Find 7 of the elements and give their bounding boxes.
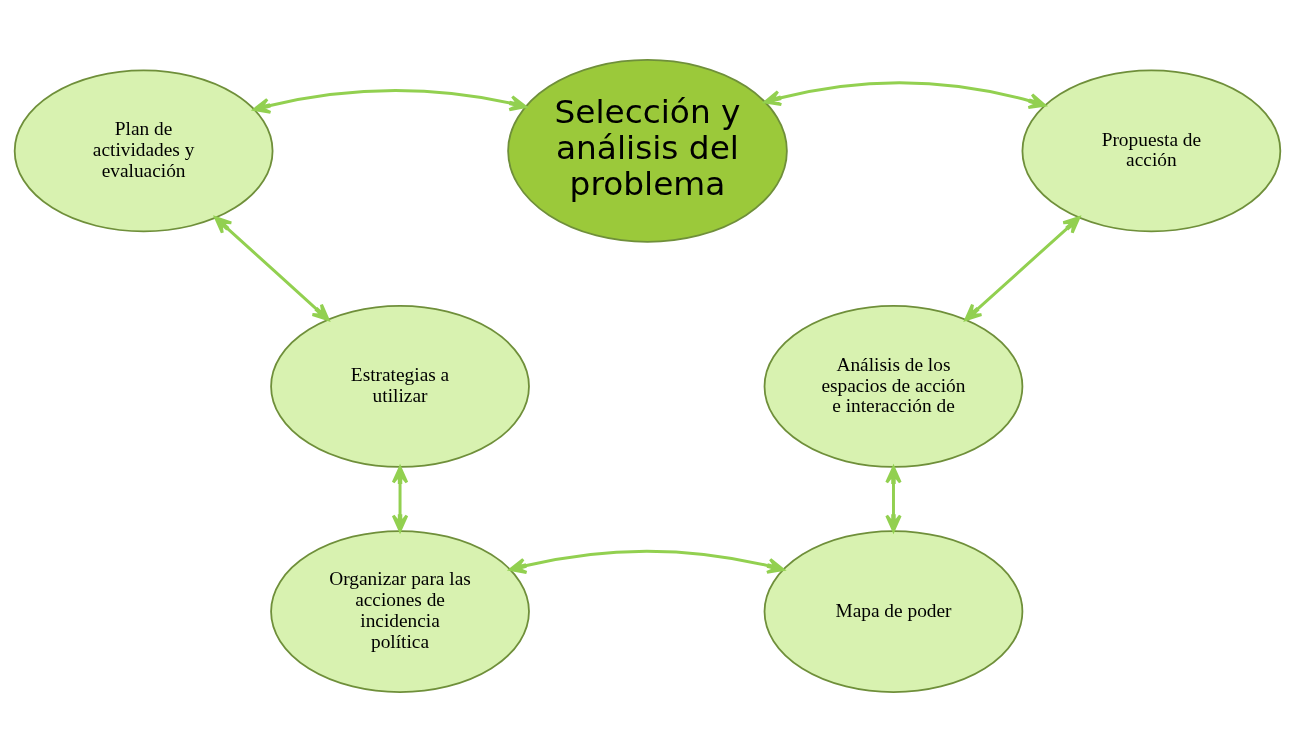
- arrow: [885, 466, 902, 533]
- arrow: [508, 549, 785, 574]
- arrow: [214, 216, 330, 322]
- arrow: [391, 466, 409, 533]
- arrow: [252, 89, 527, 114]
- arrow: [964, 216, 1081, 322]
- arrow: [763, 81, 1047, 110]
